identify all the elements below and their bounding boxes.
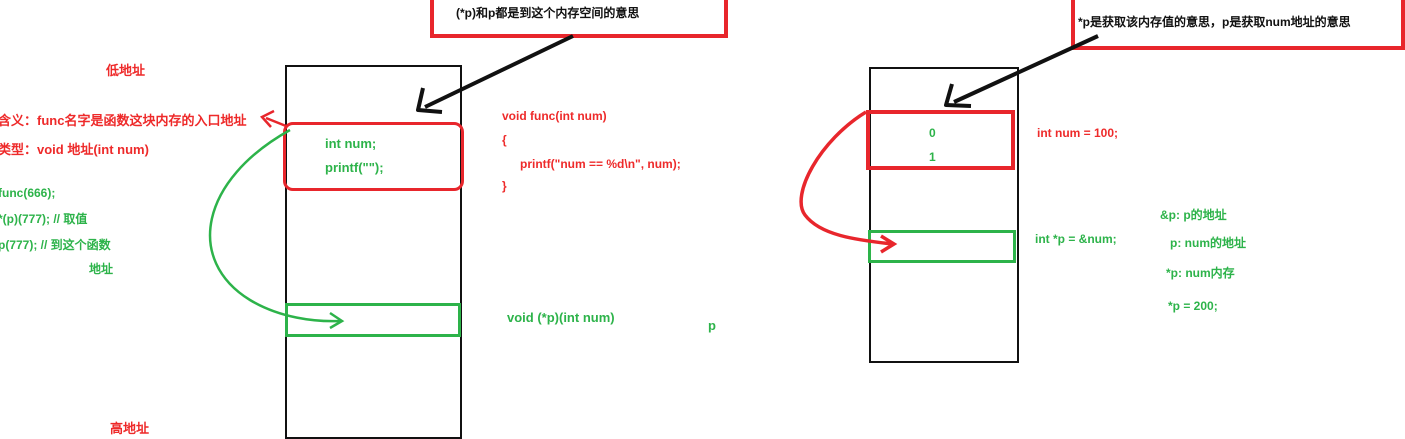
note-2: p: num的地址 xyxy=(1170,236,1246,250)
p-memory-cell xyxy=(868,230,1016,263)
memory-block-left xyxy=(285,65,462,439)
call-line-3: p(777); // 到这个函数 xyxy=(0,238,111,252)
p-label: p xyxy=(708,318,716,333)
call-line-2: *(p)(777); // 取值 xyxy=(0,212,88,226)
func-code-4: } xyxy=(502,179,507,193)
note-3: *p: num内存 xyxy=(1166,266,1235,280)
p-declaration: int *p = &num; xyxy=(1035,232,1117,246)
num-declaration: int num = 100; xyxy=(1037,126,1119,140)
type-text: 类型：void 地址(int num) xyxy=(0,142,149,157)
meaning-text: 含义：func名字是函数这块内存的入口地址 xyxy=(0,113,247,128)
memory-code-2: printf(""); xyxy=(325,160,384,175)
pointer-memory-cell xyxy=(285,303,461,337)
note-4: *p = 200; xyxy=(1168,299,1218,313)
red-curve-arrow xyxy=(799,110,898,254)
func-code-1: void func(int num) xyxy=(502,109,607,123)
function-memory-region xyxy=(283,122,464,191)
left-black-arrow xyxy=(416,34,574,114)
high-address-label: 高地址 xyxy=(110,421,150,436)
red-pointer-arrow xyxy=(259,109,287,128)
left-callout-box xyxy=(430,0,728,38)
green-curve-arrow xyxy=(208,128,345,330)
call-line-1: func(666); xyxy=(0,186,56,200)
memory-code-1: int num; xyxy=(325,136,377,151)
right-callout-text: *p是获取该内存值的意思，p是获取num地址的意思 xyxy=(1078,15,1351,29)
cell-value-1: 1 xyxy=(929,150,936,164)
memory-block-right xyxy=(869,67,1019,363)
right-callout-box xyxy=(1071,0,1405,50)
func-code-3: printf("num == %d\n", num); xyxy=(520,157,681,171)
func-code-2: { xyxy=(502,133,507,147)
note-1: &p: p的地址 xyxy=(1160,208,1227,222)
call-line-4: 地址 xyxy=(89,262,114,276)
pointer-declaration: void (*p)(int num) xyxy=(507,310,615,325)
right-black-arrow xyxy=(944,34,1099,108)
cell-value-0: 0 xyxy=(929,126,936,140)
num-memory-cell xyxy=(866,110,1015,170)
left-callout-text: (*p)和p都是到这个内存空间的意思 xyxy=(456,6,640,20)
low-address-label: 低地址 xyxy=(106,63,146,78)
